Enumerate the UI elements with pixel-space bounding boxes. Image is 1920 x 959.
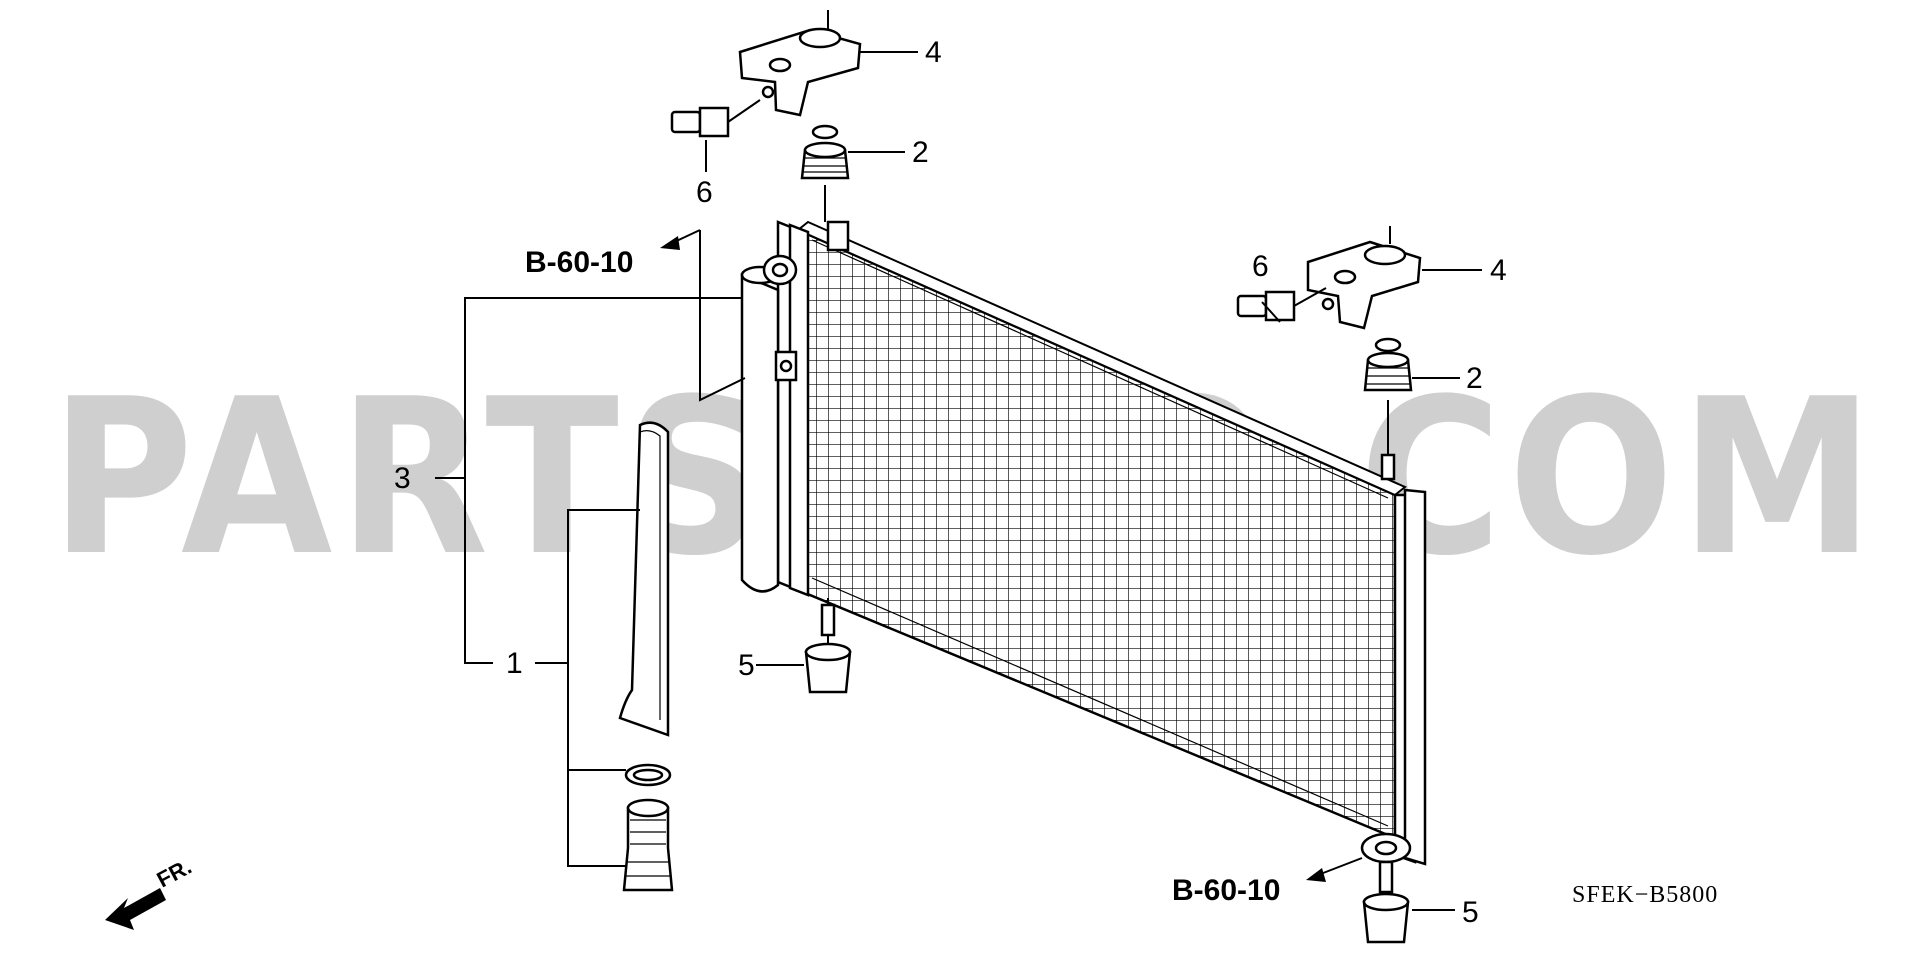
callout-4-right: 4 xyxy=(1490,254,1507,287)
front-indicator-label: FR. xyxy=(153,854,196,893)
callout-5-lower-right: 5 xyxy=(1462,896,1479,929)
reference-label-upper[interactable]: B-60-10 xyxy=(525,246,633,279)
leader-lines xyxy=(435,51,1482,911)
mounting-bracket-upper-right xyxy=(1306,226,1422,330)
desiccant-bag xyxy=(618,421,670,737)
bolt-right xyxy=(1236,287,1327,322)
reference-label-lower[interactable]: B-60-10 xyxy=(1172,874,1280,907)
callout-4-upper-left: 4 xyxy=(925,36,942,69)
rubber-mount-lower-left xyxy=(804,598,852,694)
filter-plug xyxy=(622,798,674,892)
callout-2-upper-left: 2 xyxy=(912,136,929,169)
o-ring xyxy=(624,763,672,787)
receiver-dryer xyxy=(740,254,798,593)
callout-2-right: 2 xyxy=(1466,362,1483,395)
callout-1: 1 xyxy=(506,647,523,680)
callout-3: 3 xyxy=(394,462,411,495)
rubber-mount-lower-right xyxy=(1362,860,1410,944)
right-header-tank xyxy=(1360,488,1427,866)
front-direction-indicator: FR. xyxy=(105,854,196,930)
rubber-mount-upper-left xyxy=(800,124,850,222)
mounting-bracket-upper-left xyxy=(738,10,862,117)
rubber-mount-right xyxy=(1363,337,1413,481)
callout-6-right: 6 xyxy=(1252,250,1269,283)
diagram-code: SFEK−B5800 xyxy=(1572,882,1718,908)
callout-5-lower-left: 5 xyxy=(738,649,755,682)
callout-6-upper-left: 6 xyxy=(696,176,713,209)
left-header-tank xyxy=(776,220,850,597)
front-arrow-icon xyxy=(105,888,166,930)
condenser-core xyxy=(796,220,1407,840)
bolt-upper-left xyxy=(670,99,761,138)
